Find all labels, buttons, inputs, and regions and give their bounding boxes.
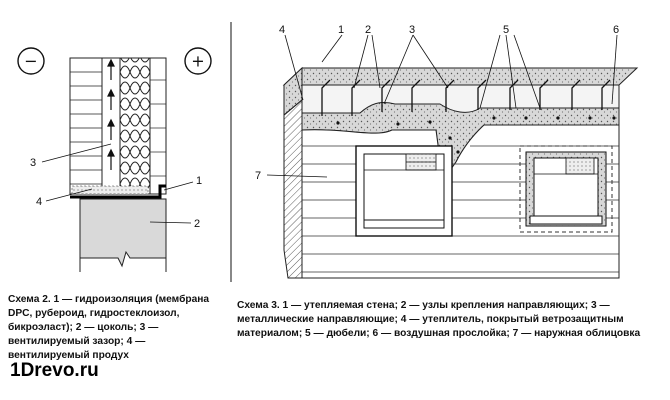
scheme2-label-2: 2 bbox=[194, 218, 200, 230]
scheme2-drawing: − + 3 4 1 2 bbox=[17, 47, 212, 272]
scheme3-wall-edge bbox=[283, 98, 303, 279]
scheme2-label-4: 4 bbox=[36, 196, 42, 208]
scheme2-caption: Схема 2. 1 — гидроизоляция (мембрана DPC… bbox=[8, 294, 210, 361]
scheme3-label-7: 7 bbox=[255, 170, 261, 182]
site-logo: 1Drevo.ru bbox=[10, 360, 99, 381]
svg-text:+: + bbox=[191, 52, 204, 71]
svg-text:−: − bbox=[24, 52, 37, 71]
scheme3-window-right bbox=[519, 145, 613, 233]
plus-icon: + bbox=[184, 47, 212, 75]
scheme3-label-3: 3 bbox=[409, 24, 415, 36]
scheme2-plinth bbox=[79, 198, 167, 272]
scheme2-waterproofing bbox=[70, 184, 166, 199]
scheme3-caption: Схема 3. 1 — утепляемая стена; 2 — узлы … bbox=[237, 300, 641, 339]
scheme3-guide-rails bbox=[321, 79, 611, 116]
scheme2-vent-opening bbox=[71, 185, 149, 195]
scheme2-label-3: 3 bbox=[30, 157, 36, 169]
scheme2-label-1: 1 bbox=[196, 175, 202, 187]
scheme3-label-4: 4 bbox=[279, 24, 285, 36]
scheme3-wall-top bbox=[282, 67, 639, 86]
scheme3-label-1: 1 bbox=[338, 24, 344, 36]
scheme3-dowels bbox=[336, 116, 616, 154]
scheme3-label-2: 2 bbox=[365, 24, 371, 36]
scheme3-label-5: 5 bbox=[503, 24, 509, 36]
minus-icon: − bbox=[17, 47, 45, 75]
scheme3-window-left bbox=[355, 145, 453, 237]
scheme3-drawing: 4 1 2 3 5 6 7 bbox=[255, 24, 639, 279]
scheme3-label-6: 6 bbox=[613, 24, 619, 36]
scheme2-insulation bbox=[119, 57, 151, 195]
scheme2-inner-wall bbox=[149, 57, 167, 195]
scheme2-siding bbox=[69, 57, 103, 195]
scheme2-vent-gap bbox=[101, 57, 121, 195]
